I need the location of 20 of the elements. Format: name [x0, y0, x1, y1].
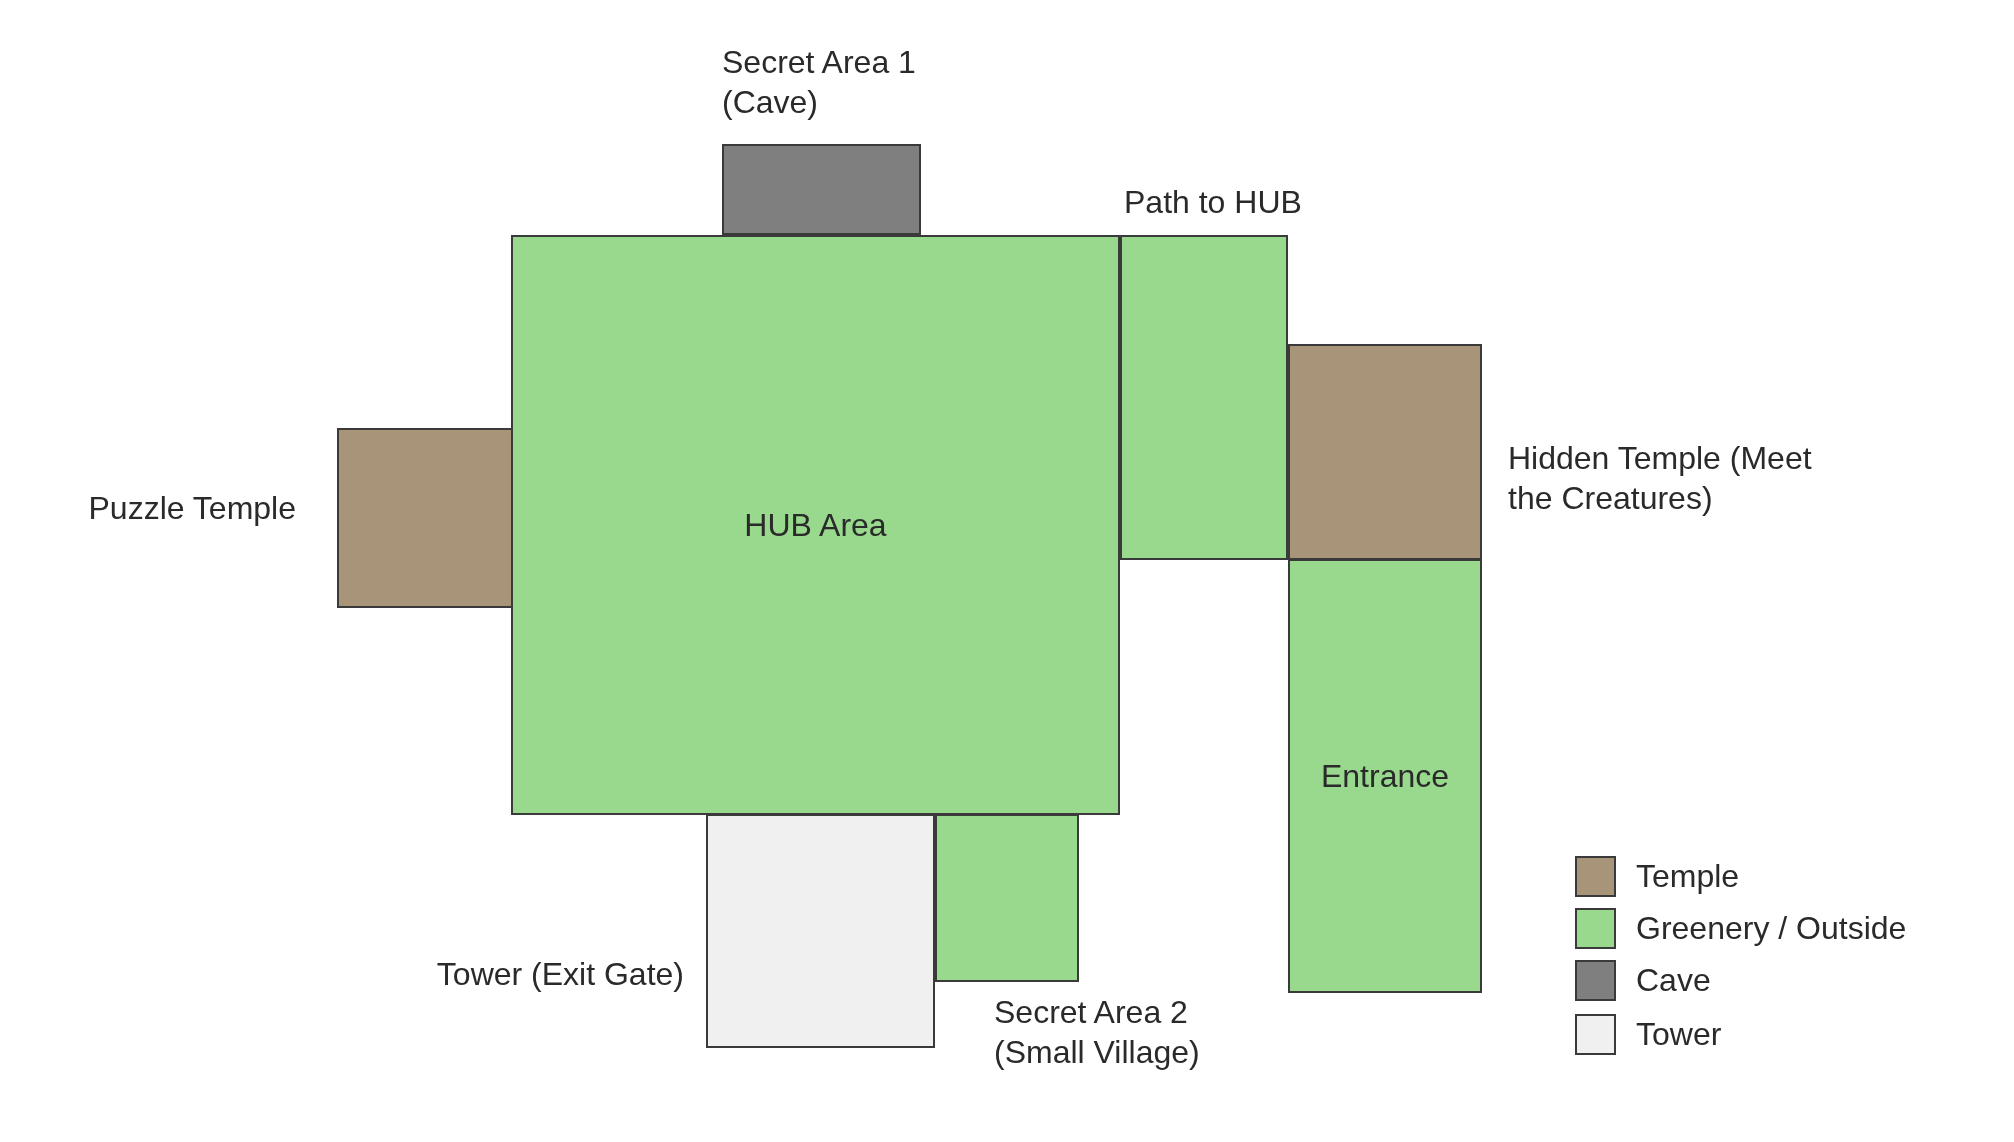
map-area — [1288, 344, 1482, 560]
legend-label: Greenery / Outside — [1636, 909, 1907, 948]
map-area — [337, 428, 513, 608]
map-area — [1288, 559, 1482, 993]
map-area — [1120, 235, 1288, 560]
area-label: Secret Area 1 (Cave) — [722, 43, 917, 122]
area-label: Entrance — [1319, 757, 1451, 796]
map-area — [722, 144, 921, 235]
area-label: Puzzle Temple — [87, 489, 296, 528]
map-area — [511, 235, 1120, 815]
legend-label: Cave — [1636, 961, 1711, 1000]
area-label: HUB Area — [743, 506, 888, 545]
area-label: Path to HUB — [1124, 183, 1303, 222]
legend-label: Temple — [1636, 857, 1740, 896]
legend-label: Tower — [1636, 1015, 1722, 1054]
map-area — [706, 814, 935, 1048]
area-label: Tower (Exit Gate) — [435, 955, 684, 994]
area-label: Hidden Temple (Meet the Creatures) — [1508, 439, 1813, 518]
map-area — [935, 814, 1079, 982]
area-label: Secret Area 2 (Small Village) — [994, 993, 1201, 1072]
